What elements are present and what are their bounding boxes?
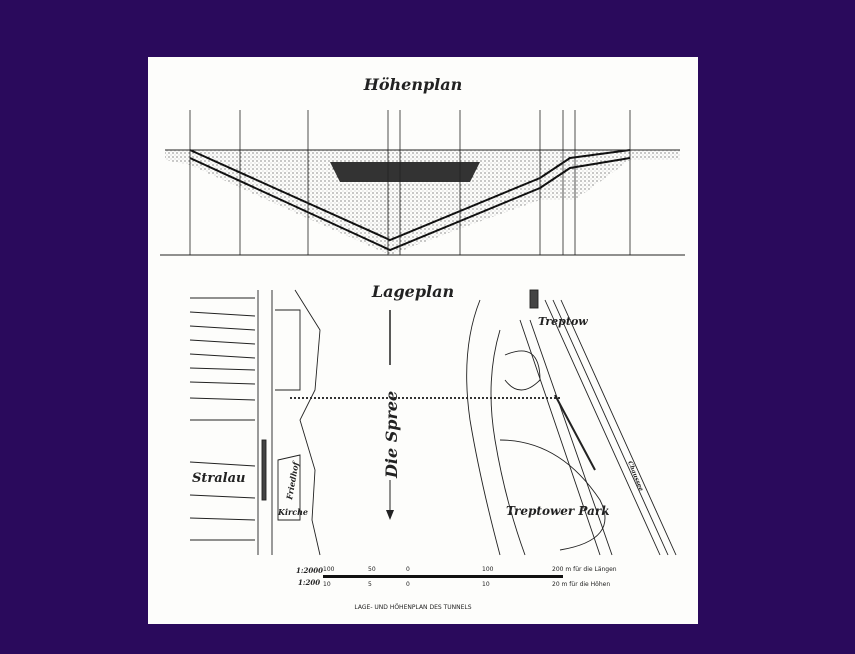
svg-text:0: 0 <box>406 581 410 588</box>
drawing-sheet: Höhenplan Lageplan Stralau Friedhof Kirc… <box>148 57 698 624</box>
label-treptower-park: Treptower Park <box>506 504 610 518</box>
scale-bar: 1:2000 1:200 100 50 0 100 200 m für die … <box>296 566 617 588</box>
svg-text:50: 50 <box>368 566 376 573</box>
treptow-park-paths <box>466 289 677 556</box>
svg-text:20 m für die Höhen: 20 m für die Höhen <box>552 581 610 588</box>
label-kirche: Kirche <box>277 507 308 517</box>
station-lines <box>189 110 631 255</box>
svg-text:10: 10 <box>482 581 490 588</box>
tunnel-drawing: Höhenplan Lageplan Stralau Friedhof Kirc… <box>160 75 685 611</box>
svg-text:5: 5 <box>368 581 372 588</box>
profile-title: Höhenplan <box>363 75 463 94</box>
label-stralau: Stralau <box>192 471 245 486</box>
svg-text:100: 100 <box>323 566 335 573</box>
svg-text:200 m für die Längen: 200 m für die Längen <box>552 566 617 573</box>
plan-title: Lageplan <box>371 282 454 301</box>
profile-section <box>160 110 685 256</box>
label-river: Die Spree <box>382 391 401 479</box>
soil-layer <box>165 150 680 255</box>
svg-text:10: 10 <box>323 581 331 588</box>
label-treptow: Treptow <box>538 315 588 328</box>
scale-ratio-length: 1:2000 <box>296 566 323 575</box>
caption: LAGE- UND HÖHENPLAN DES TUNNELS <box>354 604 471 611</box>
label-friedhof: Friedhof <box>284 460 301 502</box>
label-chaussee: Chaussee <box>626 460 644 492</box>
river-water <box>330 162 480 182</box>
scale-ratio-height: 1:200 <box>298 578 320 587</box>
svg-text:100: 100 <box>482 566 494 573</box>
flow-arrow-icon <box>386 510 394 520</box>
stralau-shore <box>189 289 321 556</box>
svg-text:0: 0 <box>406 566 410 573</box>
